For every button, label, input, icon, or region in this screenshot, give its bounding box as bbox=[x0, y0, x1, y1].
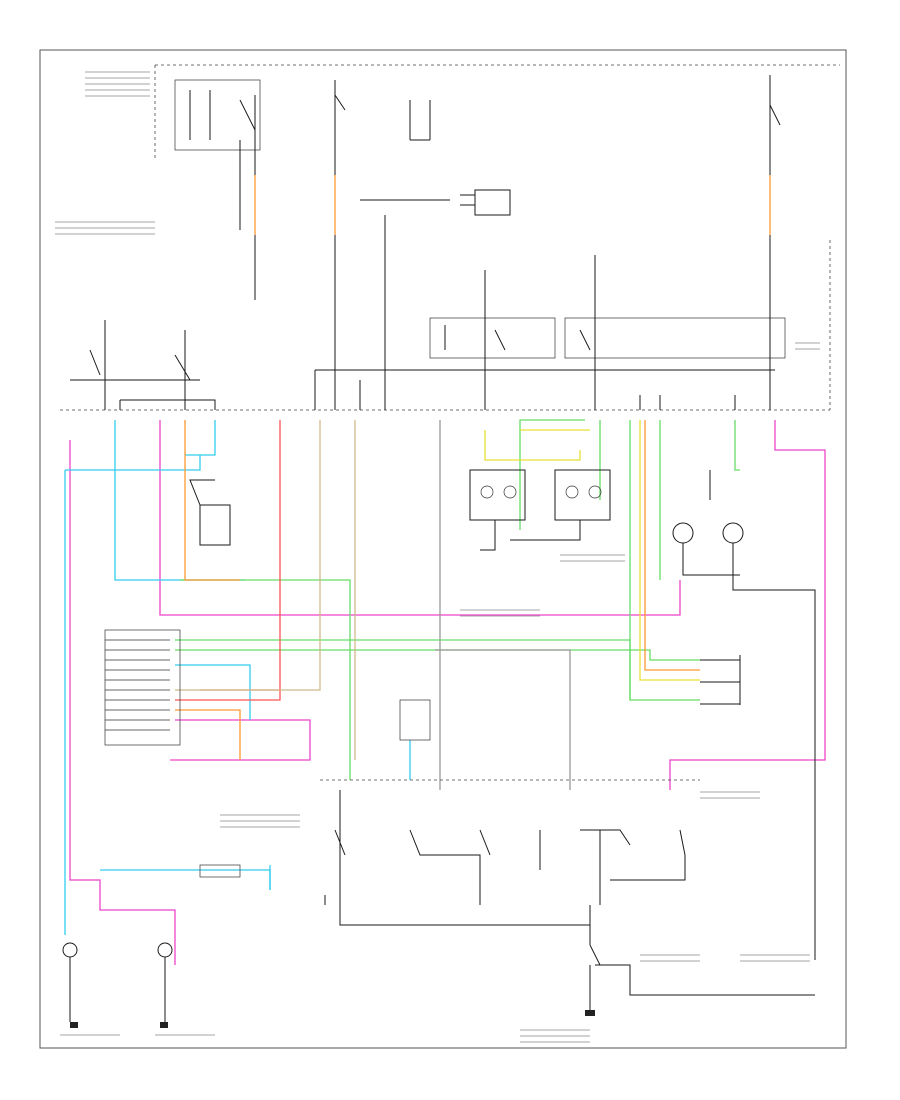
pink-wires bbox=[69, 420, 826, 965]
lt-green-wires bbox=[175, 419, 740, 780]
resistor-module bbox=[460, 189, 511, 216]
tan-wires bbox=[175, 420, 356, 760]
side-lamp-left bbox=[62, 942, 78, 1022]
orange-wires bbox=[175, 175, 771, 760]
side-lamp-right bbox=[157, 942, 173, 1022]
gray-wires bbox=[435, 420, 571, 790]
connector-right bbox=[700, 655, 741, 705]
fuse-lower bbox=[199, 864, 241, 878]
ground-symbols bbox=[70, 1010, 595, 1028]
diagram-frame bbox=[39, 49, 847, 1049]
sensor-left bbox=[189, 479, 231, 546]
yellow-wires bbox=[484, 420, 700, 681]
lamp-control-module bbox=[104, 629, 181, 746]
front-lamp-module-left bbox=[469, 469, 526, 551]
relay-left-mid bbox=[429, 317, 556, 359]
lt-blue-wires bbox=[64, 420, 411, 935]
relay-right-mid bbox=[564, 317, 786, 359]
relay-top-left bbox=[174, 79, 261, 175]
red-wires bbox=[175, 420, 281, 701]
fuse-right-glyph bbox=[769, 104, 781, 126]
front-lamp-module-right bbox=[510, 469, 611, 541]
black-wires-upper bbox=[70, 150, 775, 410]
ics-box bbox=[399, 699, 431, 741]
lower-switch-network bbox=[320, 779, 815, 1015]
tiny-label-marks bbox=[55, 71, 820, 1043]
fuse-top-center bbox=[334, 80, 431, 150]
cluster-lamps bbox=[672, 470, 816, 960]
